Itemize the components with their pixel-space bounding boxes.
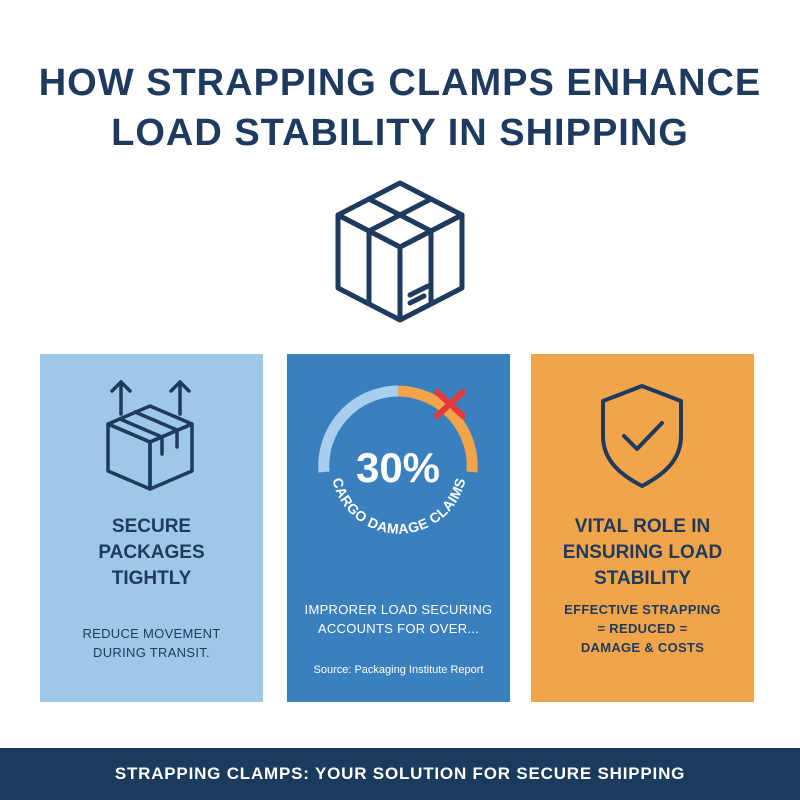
card-body-line: REDUCE MOVEMENT <box>82 626 221 641</box>
card-body-line: IMPRORER LOAD SECURING <box>304 602 493 617</box>
card-body-line: ACCOUNTS FOR OVER... <box>317 621 480 636</box>
card-body: REDUCE MOVEMENT DURING TRANSIT. <box>40 624 263 662</box>
card-damage-stat: 30% CARGO DAMAGE CLAIMS IMPRORER LOAD SE… <box>287 354 510 702</box>
footer-banner: STRAPPING CLAMPS: YOUR SOLUTION FOR SECU… <box>0 748 800 800</box>
gauge-x-icon: 30% CARGO DAMAGE CLAIMS <box>318 385 478 537</box>
package-box-icon <box>335 180 465 323</box>
card-body-line: DURING TRANSIT. <box>93 645 210 660</box>
card-heading: VITAL ROLE IN ENSURING LOAD STABILITY <box>531 514 754 592</box>
card-body-line: = REDUCED = <box>597 621 688 636</box>
source-citation: Source: Packaging Institute Report <box>313 664 484 676</box>
card-heading-line: SECURE <box>111 516 192 537</box>
card-body: EFFECTIVE STRAPPING = REDUCED = DAMAGE &… <box>531 600 754 657</box>
card-heading: SECURE PACKAGES TIGHTLY <box>40 514 263 592</box>
box-up-arrows-icon <box>106 380 194 491</box>
card-body-line: EFFECTIVE STRAPPING <box>564 602 721 617</box>
card-heading-line: VITAL ROLE IN <box>574 516 711 537</box>
card-body: IMPRORER LOAD SECURING ACCOUNTS FOR OVER… <box>287 600 510 638</box>
shield-check-icon <box>601 384 683 488</box>
card-heading-line: TIGHTLY <box>111 568 192 589</box>
card-heading-line: STABILITY <box>594 568 691 589</box>
title-line-2: LOAD STABILITY IN SHIPPING <box>111 112 689 154</box>
card-heading-line: ENSURING LOAD <box>562 542 723 563</box>
card-heading-line: PACKAGES <box>98 542 205 563</box>
page-title: HOW STRAPPING CLAMPS ENHANCE LOAD STABIL… <box>0 58 800 158</box>
card-vital-role: VITAL ROLE IN ENSURING LOAD STABILITY EF… <box>531 354 754 702</box>
title-line-1: HOW STRAPPING CLAMPS ENHANCE <box>38 62 762 104</box>
card-secure-packages: SECURE PACKAGES TIGHTLY REDUCE MOVEMENT … <box>40 354 263 702</box>
card-body-line: DAMAGE & COSTS <box>580 640 705 655</box>
stat-value: 30% <box>356 444 440 491</box>
